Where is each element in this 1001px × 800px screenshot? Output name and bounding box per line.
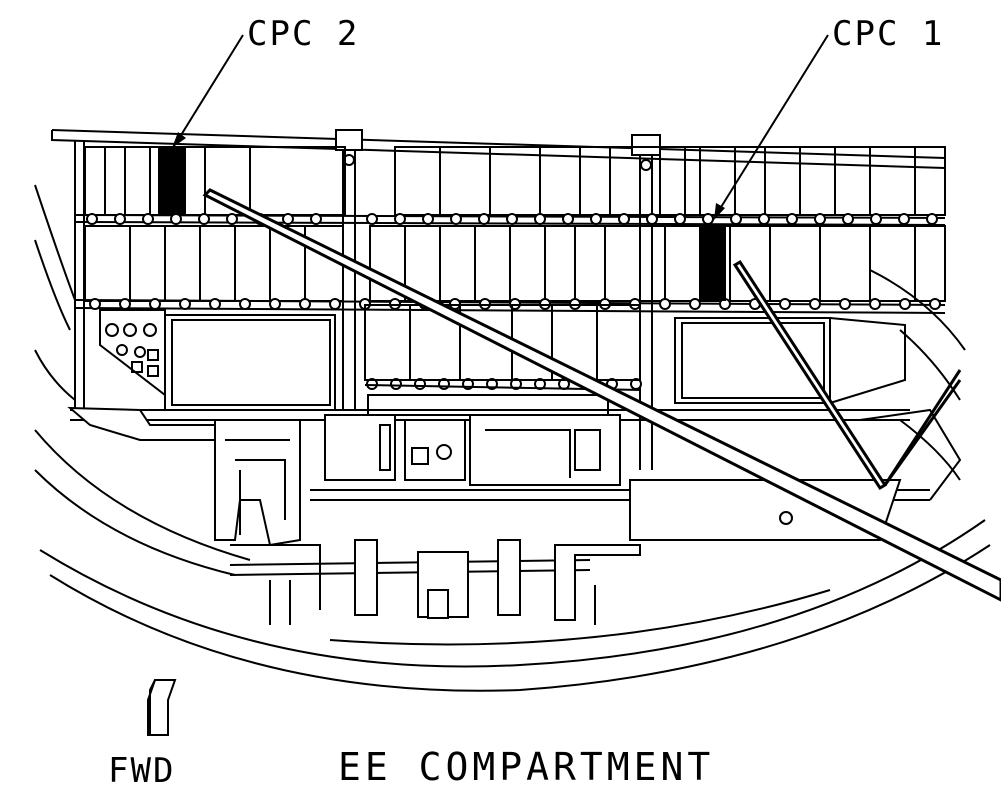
equipment-unit (544, 225, 576, 302)
callout-wedges (202, 188, 1001, 602)
equipment-unit (799, 146, 836, 216)
connector (929, 298, 941, 310)
left-bracket (214, 419, 321, 610)
equipment-unit (234, 225, 271, 302)
connector (506, 213, 518, 225)
connector (659, 298, 671, 310)
equipment-unit (249, 146, 346, 216)
cpc1-unit (700, 226, 726, 301)
equipment-unit (734, 146, 766, 216)
equipment-unit (834, 146, 871, 216)
shelf-connectors (86, 213, 941, 390)
connector (89, 298, 101, 310)
forward-arrow-icon (147, 679, 177, 736)
connector (394, 213, 406, 225)
leader-arrow-cpc2 (172, 34, 244, 148)
equipment-unit (604, 225, 641, 302)
equipment-unit (84, 146, 106, 216)
equipment-unit (129, 225, 166, 302)
cpc2-label: CPC 2 (247, 14, 359, 54)
connector (179, 298, 191, 310)
connector (899, 298, 911, 310)
connector (926, 213, 938, 225)
equipment-unit (84, 225, 131, 302)
equipment-unit (914, 225, 946, 302)
equipment-unit (684, 146, 701, 216)
connector (839, 298, 851, 310)
connector (209, 298, 221, 310)
connector (779, 298, 791, 310)
connector (329, 298, 341, 310)
connector (310, 213, 322, 225)
connector (870, 213, 882, 225)
equipment-unit (659, 146, 686, 216)
cpc1-label: CPC 1 (832, 14, 944, 54)
diagram-title: EE COMPARTMENT (338, 745, 714, 789)
connector (809, 298, 821, 310)
connector (450, 213, 462, 225)
connector (239, 298, 251, 310)
floor-beam-slots (229, 539, 641, 625)
connector (142, 213, 154, 225)
connector (869, 298, 881, 310)
connector (562, 213, 574, 225)
connector (282, 213, 294, 225)
equipment-unit (489, 146, 541, 216)
equipment-unit (199, 225, 236, 302)
connector (618, 213, 630, 225)
middle-row-units (84, 225, 946, 302)
connector (422, 213, 434, 225)
connector (702, 213, 714, 225)
lower-middle-units (364, 304, 641, 416)
equipment-unit (764, 146, 801, 216)
connector (119, 298, 131, 310)
connector (226, 213, 238, 225)
connector (269, 298, 281, 310)
connector (730, 213, 742, 225)
equipment-unit (184, 146, 206, 216)
equipment-unit (164, 225, 201, 302)
forward-label: FWD (108, 751, 175, 791)
connector (590, 213, 602, 225)
connector (814, 213, 826, 225)
lower-left-panel (99, 309, 336, 411)
cpc2-unit (158, 147, 184, 215)
connector (758, 213, 770, 225)
equipment-unit (474, 225, 511, 302)
leader-arrow-cpc1 (714, 34, 829, 220)
equipment-unit (439, 146, 491, 216)
lower-equipment-tray (67, 406, 962, 541)
connector (198, 213, 210, 225)
connector (478, 213, 490, 225)
equipment-unit (124, 146, 151, 216)
fuselage-outline (34, 184, 991, 692)
connector (149, 298, 161, 310)
equipment-unit (509, 225, 546, 302)
top-row-units (84, 146, 946, 216)
equipment-unit (819, 225, 871, 302)
equipment-unit (439, 225, 476, 302)
connector (299, 298, 311, 310)
connector (114, 213, 126, 225)
equipment-unit (574, 225, 606, 302)
connector (86, 213, 98, 225)
connector (689, 298, 701, 310)
equipment-unit (869, 225, 916, 302)
equipment-unit (104, 146, 126, 216)
equipment-unit (664, 225, 701, 302)
lower-right-panel (674, 317, 906, 404)
equipment-unit (769, 225, 821, 302)
connector (170, 213, 182, 225)
connector (366, 213, 378, 225)
connector (898, 213, 910, 225)
connector (674, 213, 686, 225)
connector (786, 213, 798, 225)
connector (646, 213, 658, 225)
connector (842, 213, 854, 225)
equipment-unit (394, 146, 441, 216)
connector (534, 213, 546, 225)
